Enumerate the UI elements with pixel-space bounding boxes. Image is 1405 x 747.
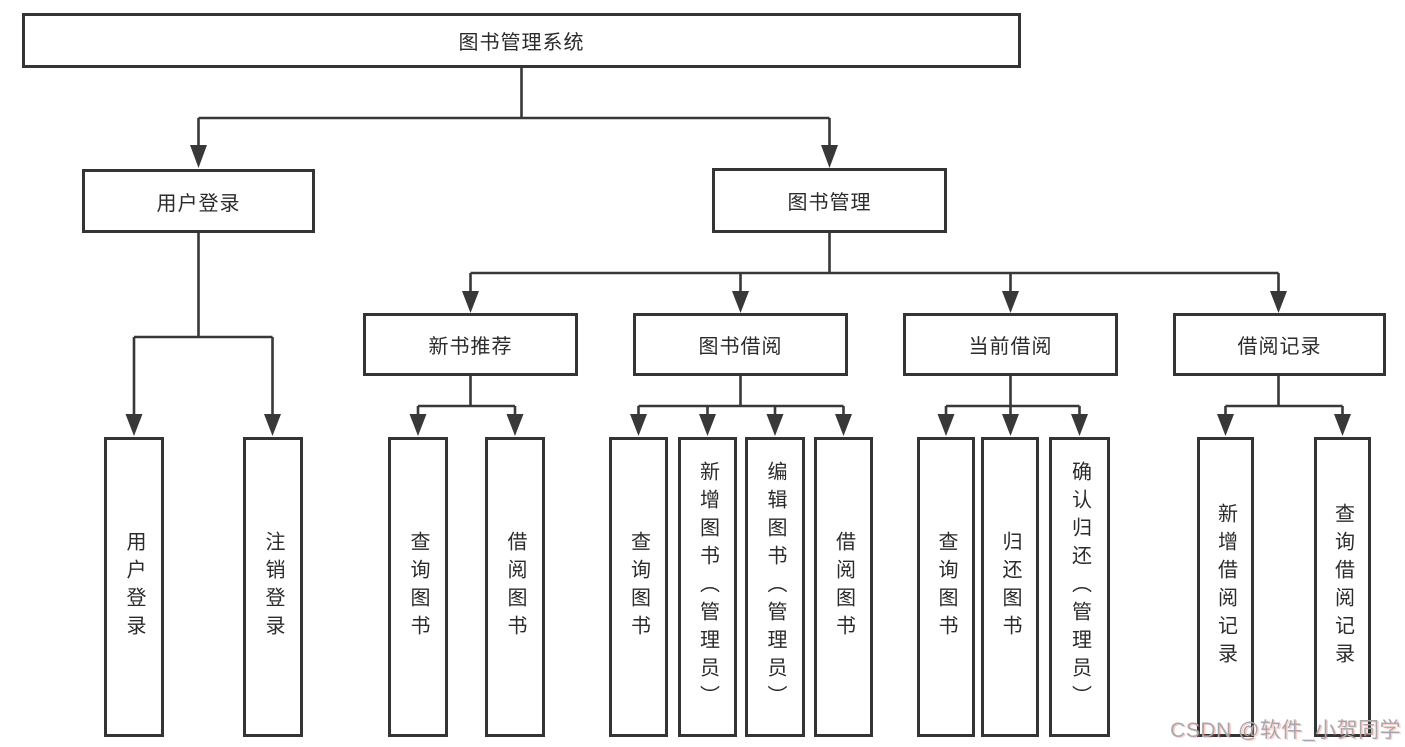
connector-userlogin-to-leaves (125, 233, 281, 436)
leaf-edit-books-admin: 编辑图书（管理员） (745, 437, 805, 737)
leaf-user-login: 用户登录 (104, 437, 164, 737)
leaf-query-books-recommend: 查询图书 (388, 437, 448, 737)
leaf-borrow-books-borrowing: 借阅图书 (814, 437, 873, 737)
leaf-confirm-return-admin: 确认归还（管理员） (1049, 437, 1110, 737)
node-user-login: 用户登录 (82, 169, 315, 233)
connector-bookmgmt-to-groups (462, 233, 1287, 313)
node-book-management: 图书管理 (712, 168, 947, 233)
leaf-query-books-current: 查询图书 (917, 437, 975, 737)
csdn-watermark: CSDN @软件_小贺同学 (1170, 719, 1401, 742)
leaf-return-books: 归还图书 (981, 437, 1039, 737)
node-current-borrowing: 当前借阅 (903, 313, 1118, 376)
node-book-borrowing: 图书借阅 (633, 313, 848, 376)
connector-newbook-to-leaves (409, 376, 524, 436)
node-library-system: 图书管理系统 (22, 13, 1021, 68)
leaf-query-borrow-record: 查询借阅记录 (1314, 437, 1371, 737)
leaf-query-books-borrowing: 查询图书 (609, 437, 668, 737)
leaf-add-borrow-record: 新增借阅记录 (1197, 437, 1254, 737)
connector-bookborrow-to-leaves (630, 376, 852, 436)
node-borrowing-records: 借阅记录 (1173, 313, 1386, 376)
connector-root-to-level2 (190, 68, 838, 168)
connector-currentborrow-to-leaves (937, 376, 1088, 436)
leaf-add-books-admin: 新增图书（管理员） (678, 437, 737, 737)
leaf-logout: 注销登录 (243, 437, 303, 737)
leaf-borrow-books-recommend: 借阅图书 (485, 437, 545, 737)
connector-records-to-leaves (1217, 376, 1351, 436)
node-new-book-recommendation: 新书推荐 (363, 313, 578, 376)
